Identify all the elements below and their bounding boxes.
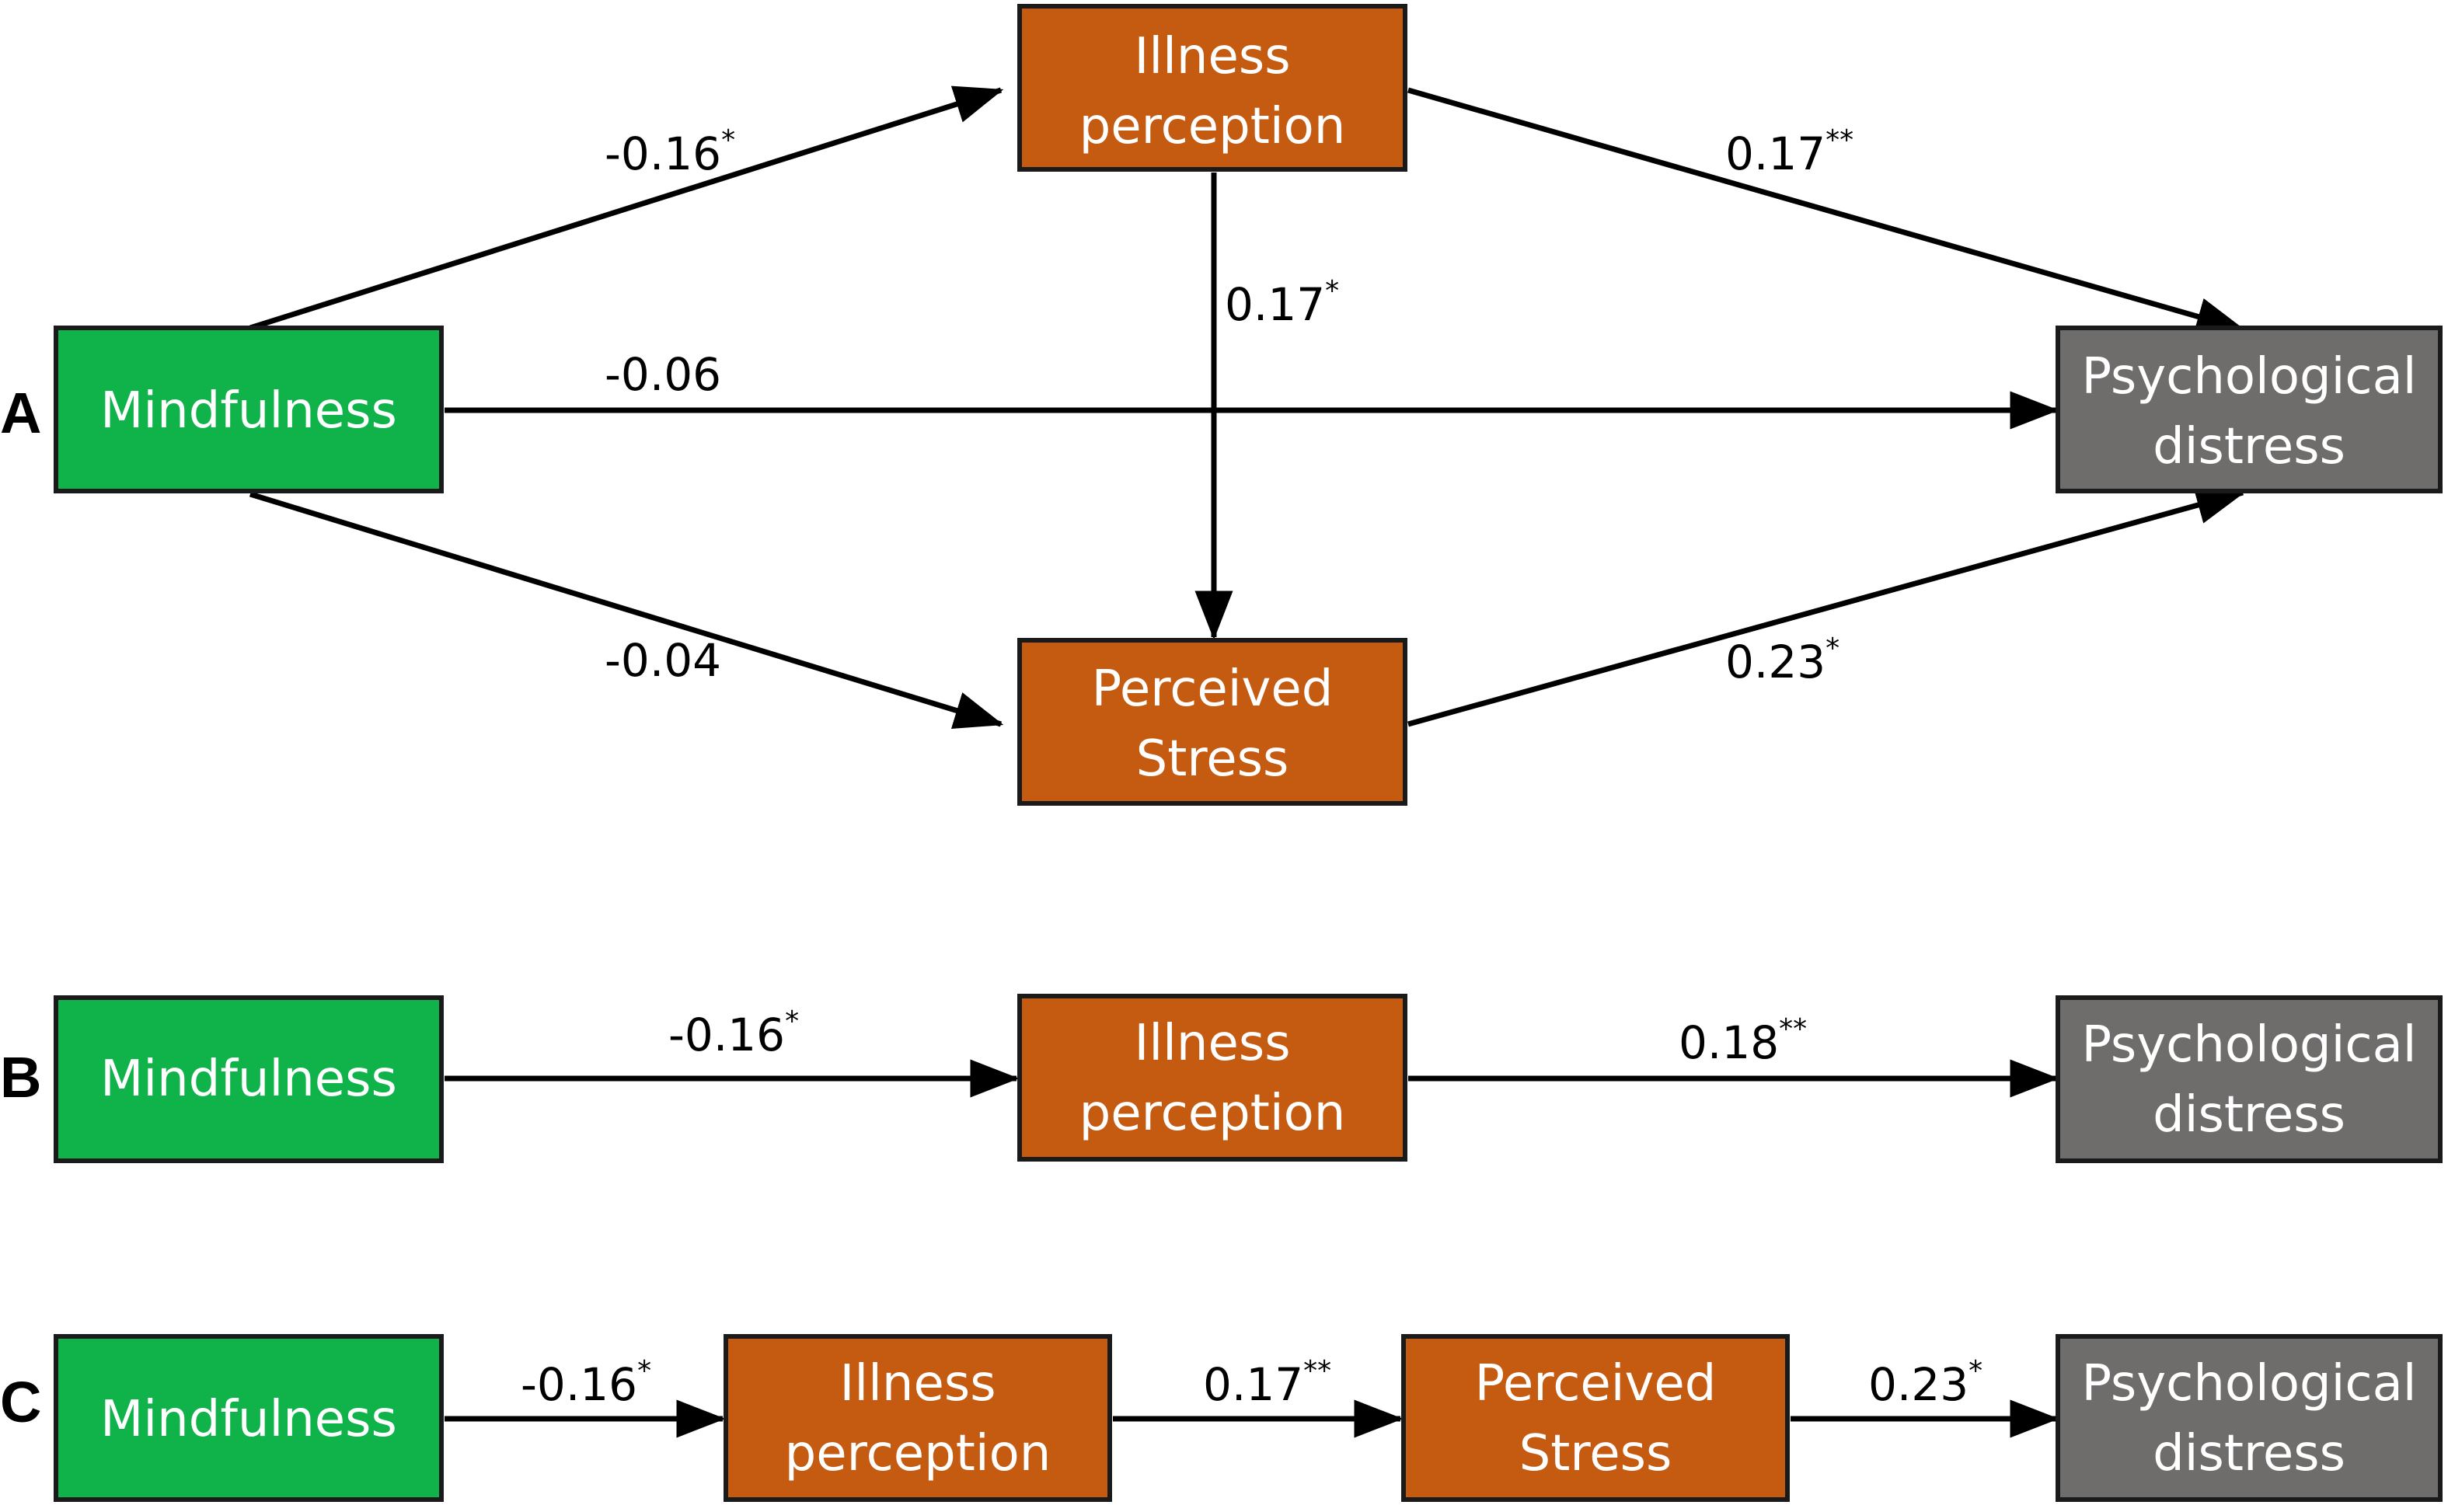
node-a-illness-box <box>1017 4 1407 172</box>
node-b-mindfulness: Mindfulness <box>54 995 444 1163</box>
node-a-illness-line1: Illness <box>1134 28 1290 85</box>
panel-c: C -0.16* 0.17** 0.23* Mindfulness Illnes… <box>0 1334 2443 1502</box>
node-a-distress-line2: distress <box>2153 418 2345 476</box>
node-c-distress-line1: Psychological <box>2081 1355 2416 1413</box>
panel-c-label: C <box>0 1370 41 1434</box>
node-c-stress-line1: Perceived <box>1475 1355 1717 1413</box>
node-c-illness-line2: perception <box>785 1425 1051 1482</box>
node-a-perceived-stress: Perceived Stress <box>1017 638 1407 806</box>
node-b-mindfulness-box <box>54 995 444 1163</box>
node-c-mindfulness-label: Mindfulness <box>100 1391 397 1448</box>
node-a-illness-perception: Illness perception <box>1017 4 1407 172</box>
node-c-stress-line2: Stress <box>1519 1425 1672 1482</box>
edge-label-c-stress-distress: 0.23* <box>1868 1355 1982 1411</box>
edge-label-a-mindfulness-stress: -0.04 <box>605 634 721 687</box>
panel-a: A -0.16* 0.17** 0.17* -0.06 -0.04 0.23* <box>0 4 2443 806</box>
node-c-distress-line2: distress <box>2153 1425 2345 1482</box>
panel-b-label: B <box>0 1045 41 1110</box>
edge-a-stress-distress <box>1407 486 2246 727</box>
node-b-mindfulness-label: Mindfulness <box>100 1050 397 1108</box>
node-b-illness-perception: Illness perception <box>1017 994 1407 1162</box>
node-a-mindfulness-label: Mindfulness <box>100 382 397 440</box>
node-c-mindfulness-box <box>54 1334 444 1502</box>
edge-label-c-mindfulness-illness: -0.16* <box>521 1355 651 1411</box>
edge-label-a-stress-distress: 0.23* <box>1725 632 1839 688</box>
edge-label-b-mindfulness-illness: -0.16* <box>668 1005 799 1061</box>
edge-label-b-illness-distress: 0.18** <box>1679 1013 1807 1069</box>
node-b-distress-box <box>2056 995 2443 1163</box>
edge-label-a-mindfulness-distress: -0.06 <box>605 348 721 401</box>
edge-a-mindfulness-illness <box>249 85 1004 331</box>
panel-b: B -0.16* 0.18** Mindfulness Illness perc… <box>0 994 2443 1163</box>
node-a-stress-line1: Perceived <box>1092 660 1334 718</box>
node-a-mindfulness-box <box>54 326 444 493</box>
node-b-distress-line2: distress <box>2153 1086 2345 1144</box>
edge-a-mindfulness-stress <box>249 491 1004 729</box>
node-b-illness-box <box>1017 994 1407 1162</box>
node-a-distress-line1: Psychological <box>2081 348 2416 406</box>
node-c-illness-perception: Illness perception <box>724 1334 1112 1502</box>
node-c-stress-box <box>1401 1334 1790 1502</box>
edge-label-a-mindfulness-illness: -0.16* <box>605 124 735 180</box>
node-c-illness-box <box>724 1334 1112 1502</box>
node-a-mindfulness: Mindfulness <box>54 326 444 493</box>
node-c-psychological-distress: Psychological distress <box>2056 1334 2443 1502</box>
node-b-illness-line2: perception <box>1079 1085 1346 1142</box>
edge-label-a-illness-distress: 0.17** <box>1725 124 1853 180</box>
node-c-distress-box <box>2056 1334 2443 1502</box>
edge-label-c-illness-stress: 0.17** <box>1203 1355 1331 1411</box>
edge-label-a-illness-stress: 0.17* <box>1225 275 1339 331</box>
node-b-psychological-distress: Psychological distress <box>2056 995 2443 1163</box>
node-c-illness-line1: Illness <box>839 1355 996 1413</box>
node-a-distress-box <box>2056 326 2443 493</box>
panel-a-label: A <box>0 381 41 445</box>
node-b-illness-line1: Illness <box>1134 1015 1290 1072</box>
node-a-psychological-distress: Psychological distress <box>2056 326 2443 493</box>
edge-a-illness-distress <box>1407 87 2246 336</box>
node-a-illness-line2: perception <box>1079 98 1346 155</box>
node-b-distress-line1: Psychological <box>2081 1016 2416 1074</box>
node-a-stress-line2: Stress <box>1136 730 1289 788</box>
node-c-mindfulness: Mindfulness <box>54 1334 444 1502</box>
node-a-stress-box <box>1017 638 1407 806</box>
node-c-perceived-stress: Perceived Stress <box>1401 1334 1790 1502</box>
